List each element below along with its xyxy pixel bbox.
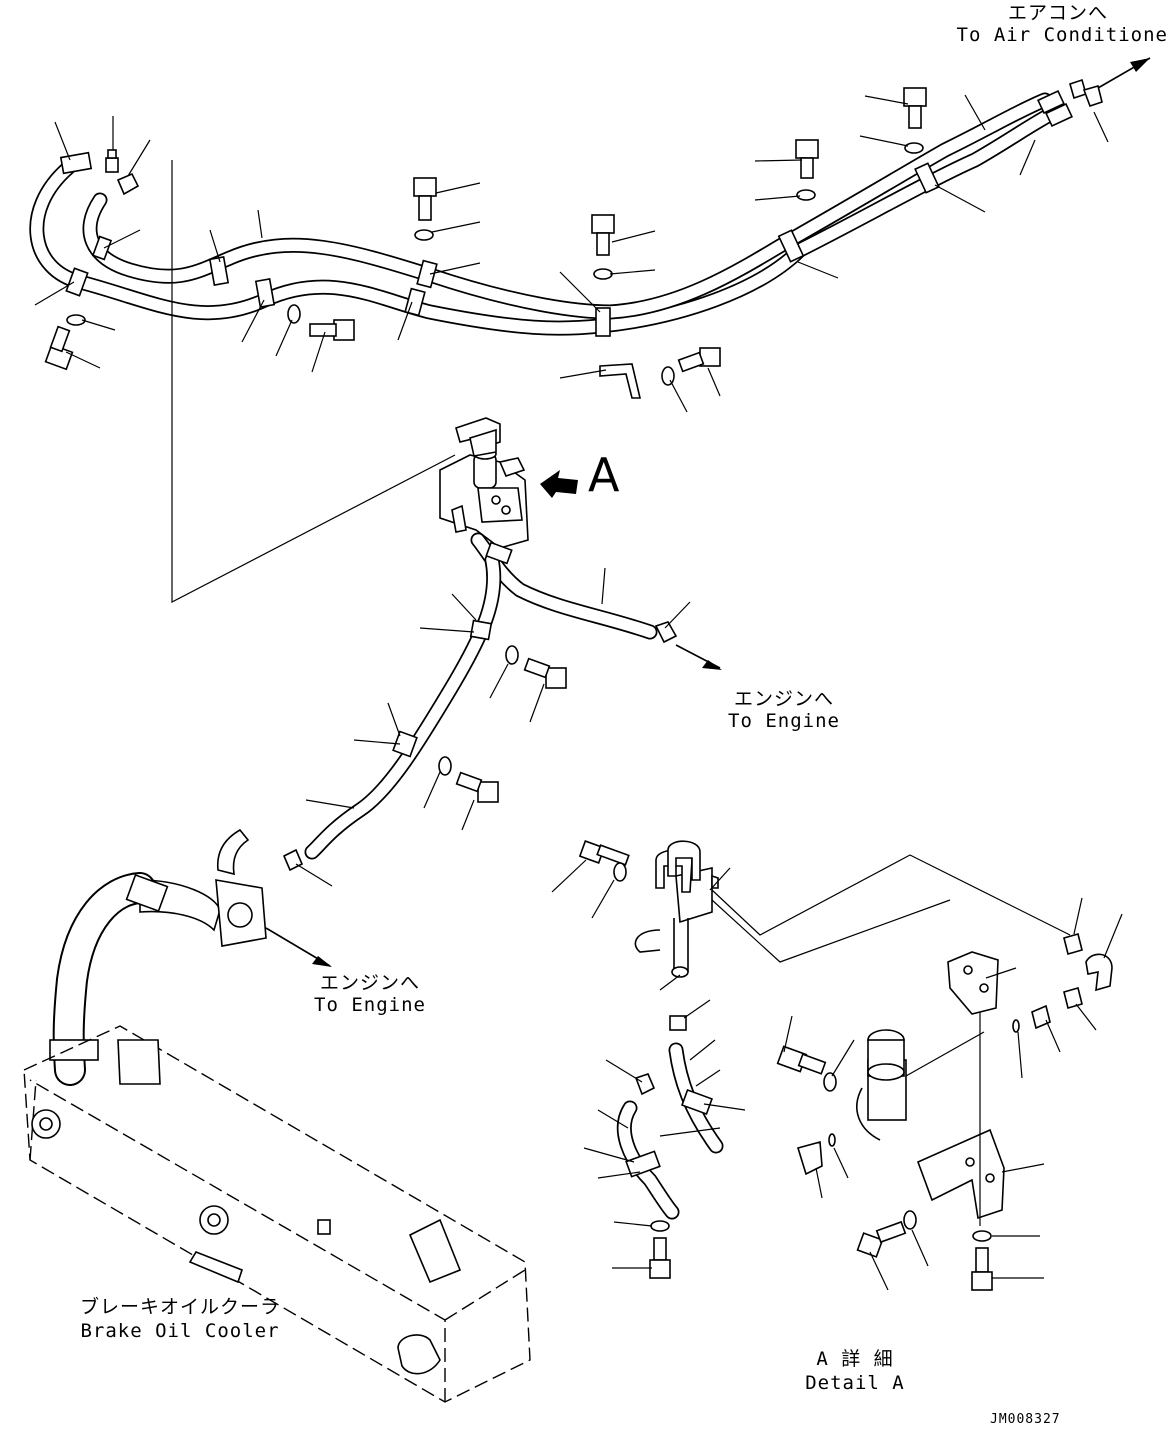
detail-a-drawing — [551, 840, 1123, 1291]
drawing-number: JM008327 — [990, 1412, 1061, 1427]
brake-oil-cooler-label-en: Brake Oil Cooler — [80, 1320, 280, 1342]
detail-a-label-en: Detail A — [805, 1372, 905, 1394]
view-a-marker: A — [588, 448, 620, 502]
group-outline — [171, 160, 456, 603]
air-conditioner-label-en: To Air Conditione — [956, 24, 1168, 46]
upper-hose-assembly — [29, 57, 1151, 413]
brake-oil-cooler — [23, 828, 531, 1403]
detail-a-label-jp: A 詳 細 — [816, 1348, 894, 1370]
brake-oil-cooler-label-jp: ブレーキオイルクーラ — [79, 1296, 280, 1318]
engine-label-upper-en: To Engine — [728, 710, 840, 732]
engine-label-lower-en: To Engine — [314, 994, 426, 1016]
center-valve — [265, 417, 722, 967]
engine-label-upper-jp: エンジンへ — [733, 688, 834, 710]
air-conditioner-label-jp: エアコンへ — [1007, 2, 1108, 24]
engine-label-lower-jp: エンジンへ — [319, 972, 420, 994]
